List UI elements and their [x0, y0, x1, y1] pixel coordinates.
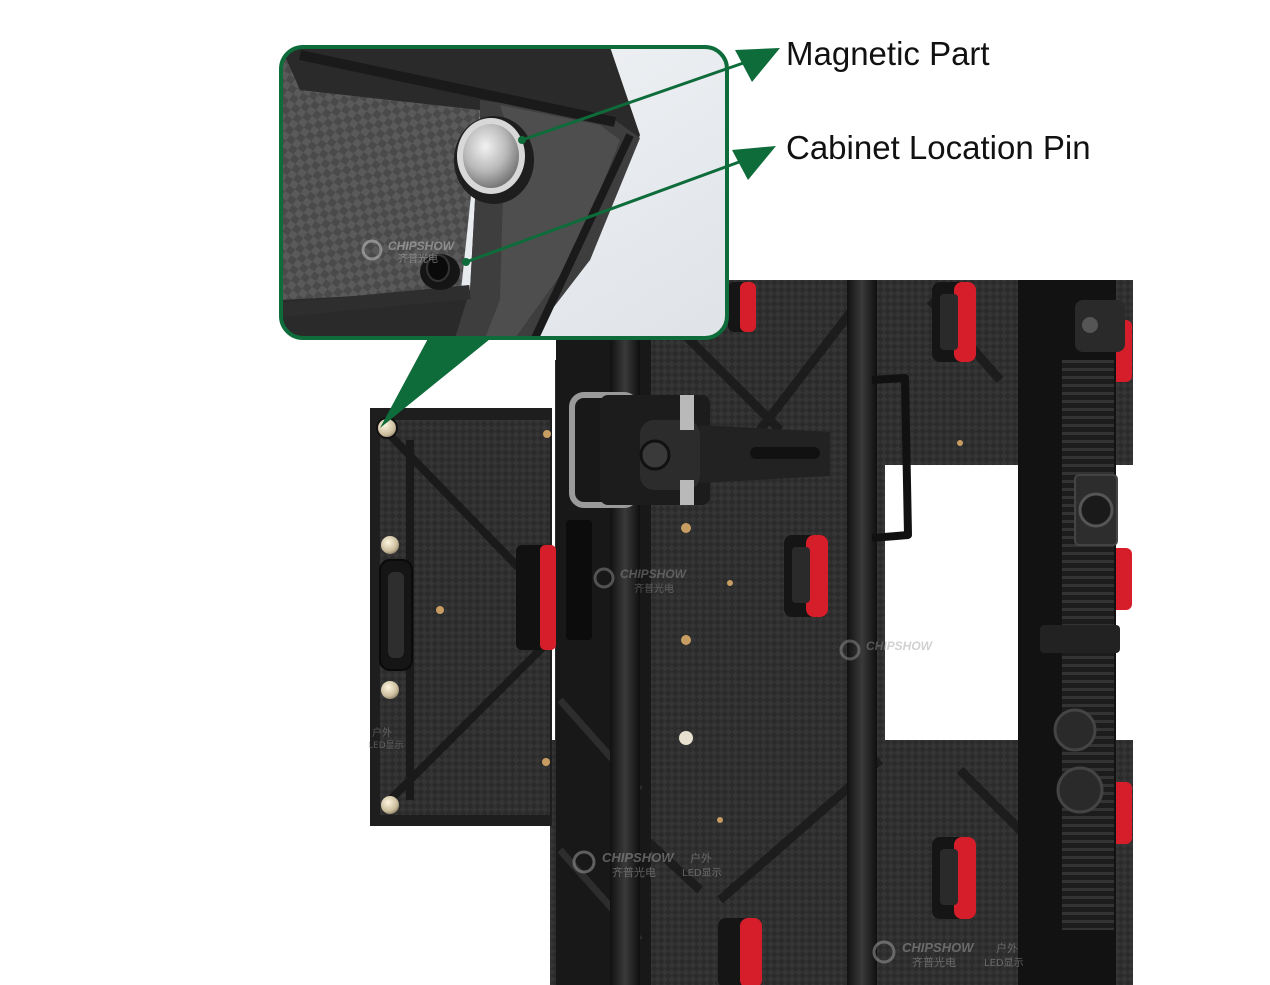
watermark-brand: CHIPSHOW	[902, 940, 975, 955]
watermark-3: CHIPSHOW 齐普光电 户外 LED显示	[572, 850, 722, 879]
control-box	[1018, 280, 1125, 985]
watermark-2: CHIPSHOW	[839, 639, 934, 661]
watermark-tag-1: 户外	[996, 941, 1018, 955]
arrow-head-icon	[735, 48, 780, 82]
clamp-bracket	[569, 392, 830, 508]
location-pin-closeup	[420, 254, 460, 290]
watermark-brand: CHIPSHOW	[620, 567, 688, 581]
carbon-pole	[847, 280, 877, 985]
cabinet-assembly: CHIPSHOW 齐普光电 CHIPSHOW CHIPSHOW 齐普光电 户外 …	[368, 280, 1270, 985]
watermark-brand: CHIPSHOW	[866, 639, 934, 653]
watermark-brand-cn: 齐普光电	[912, 955, 956, 969]
watermark-brand: CHIPSHOW	[388, 239, 456, 253]
front-cabinet	[370, 408, 556, 826]
watermark-brand: CHIPSHOW	[602, 850, 675, 865]
zoom-inset: CHIPSHOW 齐普光电	[279, 45, 729, 340]
watermark-4: CHIPSHOW 齐普光电 户外 LED显示	[872, 940, 1024, 969]
watermark-tag-2: LED显示	[368, 740, 404, 751]
watermark-brand-cn: 齐普光电	[612, 865, 656, 879]
watermark-tag-2: LED显示	[682, 867, 722, 879]
inset-pointer	[380, 335, 495, 428]
watermark-brand-cn: 齐普光电	[398, 252, 438, 265]
leader-magnetic-part	[518, 48, 780, 144]
cabinet-location-pin-label: Cabinet Location Pin	[786, 129, 1091, 166]
watermark-tag-1: 户外	[690, 851, 712, 865]
leader-location-pin	[462, 146, 776, 266]
watermark-1: CHIPSHOW 齐普光电	[593, 567, 688, 595]
inset-border	[279, 45, 729, 340]
magnetic-part-label: Magnetic Part	[786, 35, 990, 72]
watermark-5: 户外 LED显示	[368, 726, 404, 751]
arrow-head-icon	[732, 146, 776, 180]
watermark-brand-cn: 齐普光电	[634, 582, 674, 595]
watermark-tag-2: LED显示	[984, 957, 1024, 969]
watermark-tag-1: 户外	[372, 726, 392, 739]
